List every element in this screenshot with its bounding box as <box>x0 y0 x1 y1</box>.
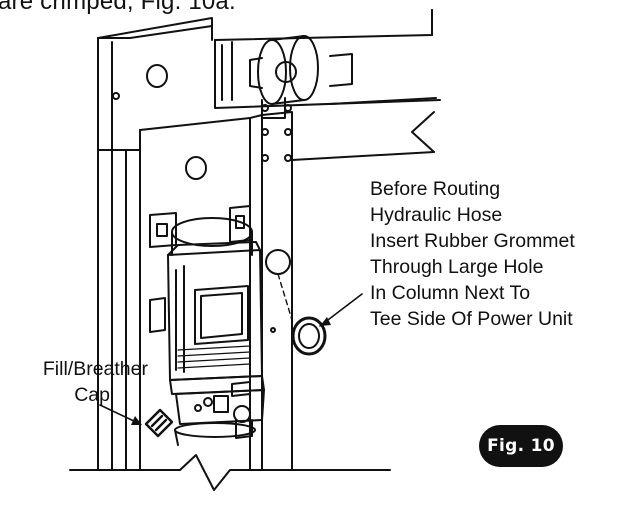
breather-cap-label-line: Cap <box>74 384 110 406</box>
mounting-brackets <box>149 205 251 333</box>
grommet-arrowhead <box>320 317 331 326</box>
breather-cap-label: Fill/Breather Cap <box>8 356 148 408</box>
grommet-note-line: Insert Rubber Grommet <box>370 230 575 252</box>
rear-column <box>97 17 213 151</box>
sheave-pulley <box>249 35 353 119</box>
partial-caption: are crimped, Fig. 10a. <box>0 0 236 15</box>
grommet-note-line: Hydraulic Hose <box>370 204 503 226</box>
power-unit <box>167 217 265 446</box>
grommet-note-line: Before Routing <box>370 178 501 200</box>
figure-badge: Fig. 10 <box>479 425 563 467</box>
front-column <box>97 104 293 471</box>
grommet-note-line: Through Large Hole <box>370 256 544 278</box>
breather-cap <box>144 408 174 438</box>
grommet-note-line: Tee Side Of Power Unit <box>370 308 573 330</box>
top-beam <box>214 9 441 161</box>
grommet-note: Before Routing Hydraulic Hose Insert Rub… <box>370 176 575 332</box>
grommet-note-line: In Column Next To <box>370 282 531 304</box>
breather-cap-label-line: Fill/Breather <box>42 358 148 380</box>
cap-arrowhead <box>131 416 142 425</box>
floor-break <box>69 454 391 491</box>
rubber-grommet <box>291 316 327 356</box>
